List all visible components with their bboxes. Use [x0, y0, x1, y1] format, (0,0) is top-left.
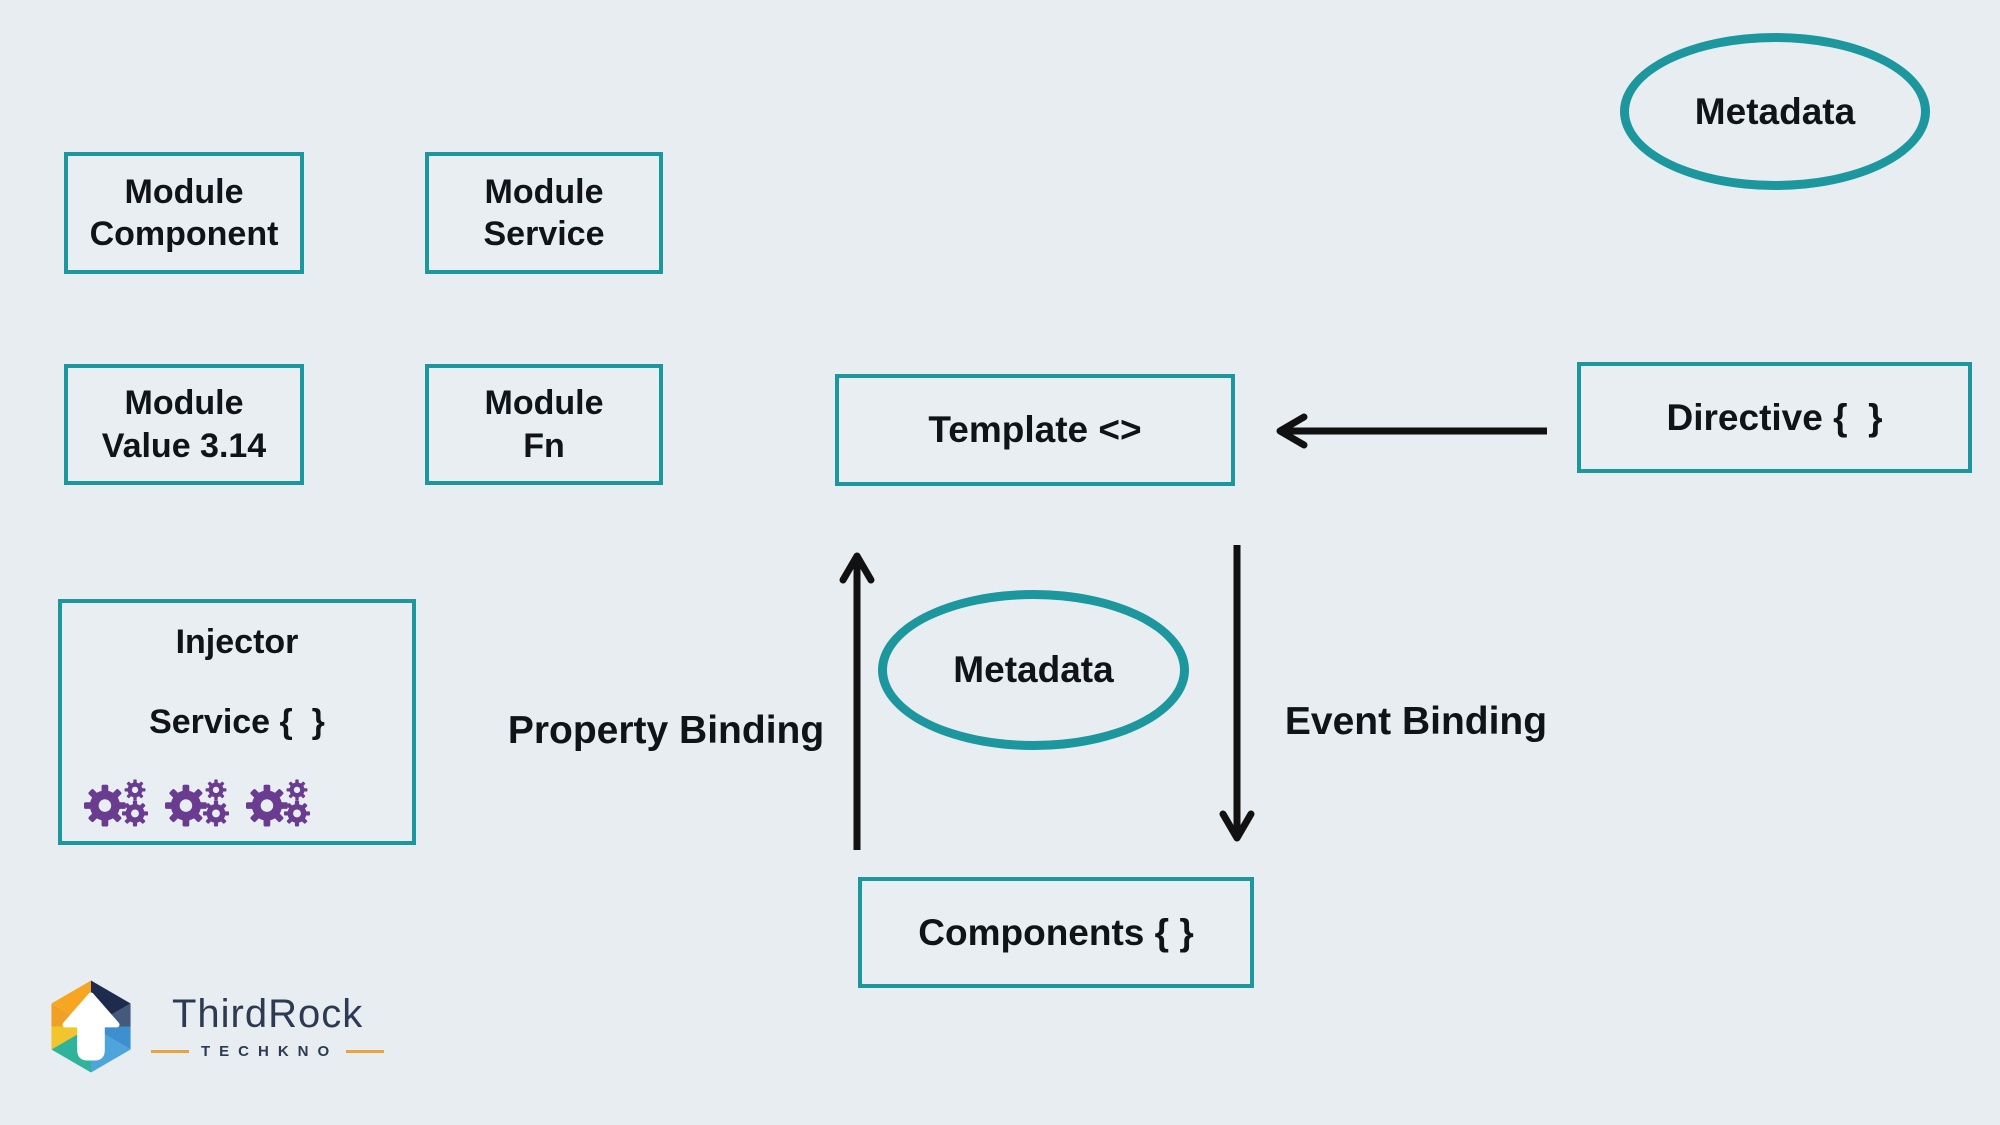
components-label: Components { } — [918, 911, 1194, 953]
module-value-box: Module Value 3.14 — [64, 364, 304, 485]
gears-icon — [84, 779, 149, 827]
module-component-label-line2: Component — [89, 215, 279, 253]
injector-box: Injector Service { } — [58, 599, 416, 845]
metadata-top-label: Metadata — [1694, 90, 1856, 132]
logo-subrow: TECHKNO — [151, 1042, 385, 1060]
module-fn-box: Module Fn — [425, 364, 663, 485]
module-value-label-line1: Module — [124, 384, 244, 423]
thirdrock-logo-text: ThirdRock TECHKNO — [151, 991, 385, 1060]
logo-sub-name: TECHKNO — [201, 1042, 339, 1060]
module-component-label-line1: Module — [124, 172, 244, 211]
metadata-center-label: Metadata — [953, 649, 1114, 690]
thirdrock-logo: ThirdRock TECHKNO — [45, 978, 385, 1075]
template-box: Template <> — [835, 374, 1235, 486]
injector-title: Injector — [175, 623, 299, 661]
module-value-label-line2: Value 3.14 — [101, 426, 267, 465]
directive-box: Directive { } — [1577, 362, 1972, 473]
property-binding-label: Property Binding — [507, 709, 825, 752]
directive-label: Directive { } — [1666, 396, 1883, 438]
module-fn-label-line2: Fn — [523, 426, 565, 465]
event-binding-label: Event Binding — [1284, 700, 1548, 743]
injector-service-label: Service { } — [149, 703, 325, 741]
injector-gears — [84, 775, 314, 827]
thirdrock-logo-icon — [51, 980, 131, 1073]
metadata-oval-top: Metadata — [1620, 33, 1930, 190]
components-box: Components { } — [858, 877, 1254, 988]
gears-icon — [165, 779, 230, 827]
metadata-oval-center: Metadata — [878, 590, 1189, 750]
template-label: Template <> — [928, 409, 1142, 451]
logo-dash-right — [346, 1049, 385, 1053]
module-service-label-line2: Service — [483, 215, 605, 253]
logo-brand-name: ThirdRock — [171, 991, 364, 1036]
module-service-label-line1: Module — [484, 172, 604, 211]
logo-dash-left — [151, 1049, 189, 1053]
module-fn-label-line1: Module — [484, 384, 604, 423]
module-service-box: Module Service — [425, 152, 663, 274]
gears-icon — [246, 779, 311, 827]
module-component-box: Module Component — [64, 152, 304, 274]
